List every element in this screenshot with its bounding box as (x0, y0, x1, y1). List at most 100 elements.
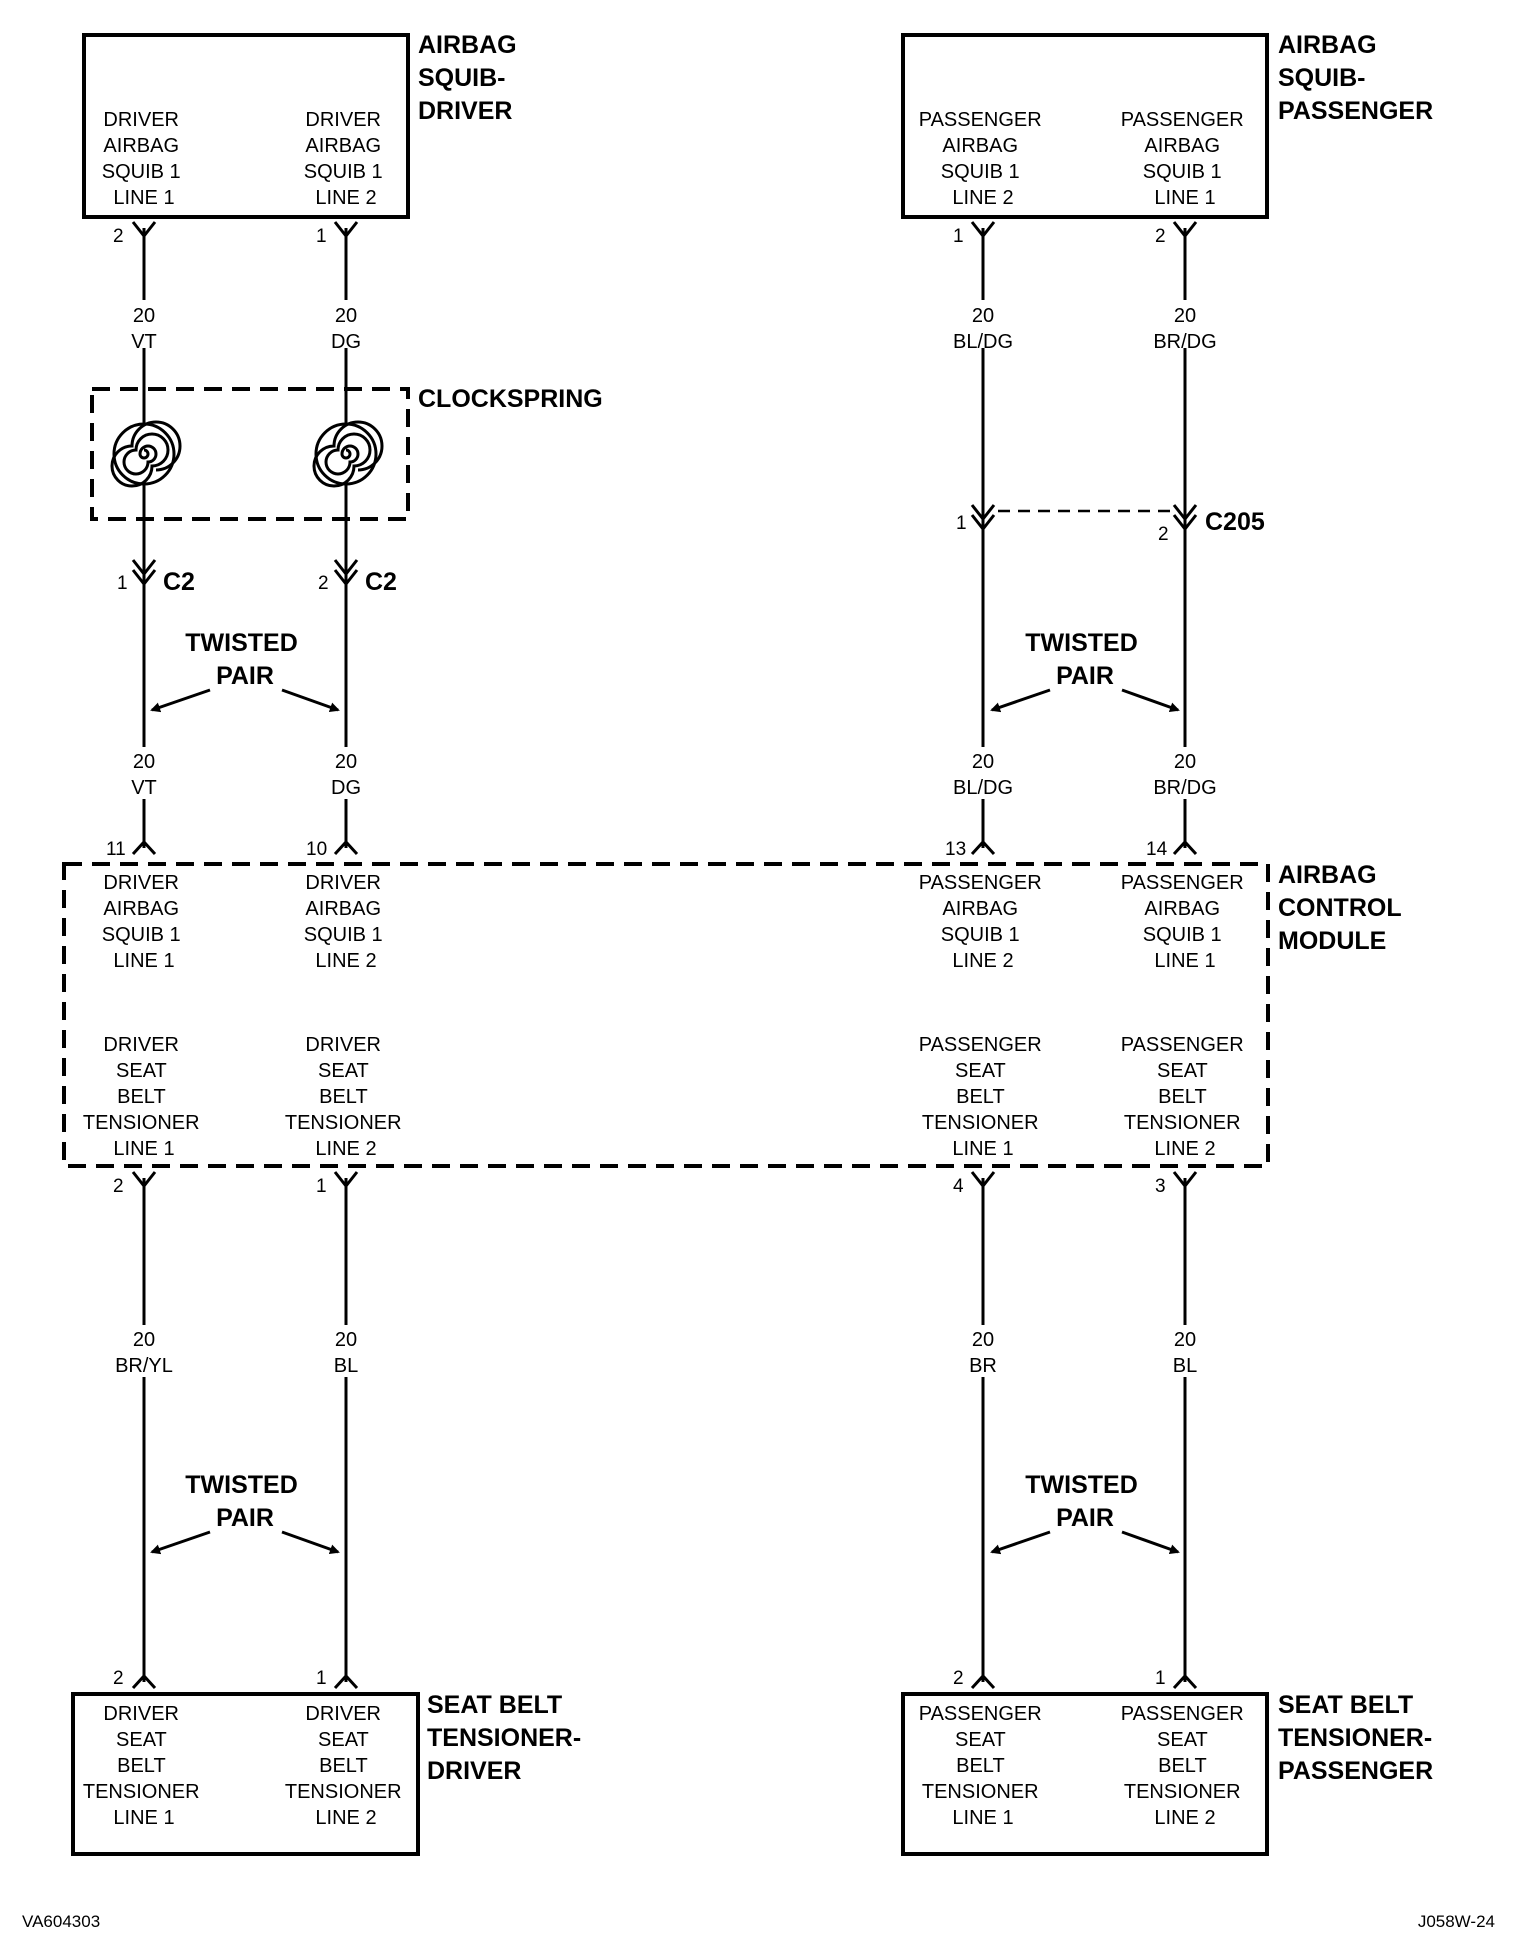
terminal-icon (333, 839, 359, 856)
airbag-squib-passenger: PASSENGER AIRBAG SQUIB 1 LINE 2 PASSENGE… (901, 31, 1433, 219)
acm-box (62, 862, 1270, 1168)
pin-number: 1 (316, 1668, 327, 1689)
connector-label-c205: C205 (1205, 508, 1265, 536)
seat-belt-tensioner-passenger: PASSENGER SEAT BELT TENSIONER LINE 1 PAS… (901, 1691, 1439, 1856)
spiral-icon (312, 420, 384, 488)
terminal-icon (131, 221, 157, 239)
terminal-icon (1172, 221, 1198, 239)
arrow-icon (150, 688, 211, 713)
squib-driver-box (82, 33, 410, 219)
twisted-pair-driver-tensioner: TWISTED PAIR (150, 1471, 340, 1555)
terminal-icon (1172, 839, 1198, 856)
terminal-icon (131, 1171, 157, 1189)
terminal-icon (970, 221, 996, 239)
pin-number: 1 (316, 1176, 327, 1197)
pin-number: 2 (113, 226, 124, 247)
acm-tensioner-label: PASSENGER SEAT BELT TENSIONER LINE 2 (1121, 1034, 1250, 1160)
connector-icon (970, 504, 996, 532)
twisted-pair-label: TWISTED PAIR (1025, 629, 1144, 690)
tensioner-driver-pin-left-label: DRIVER SEAT BELT TENSIONER LINE 1 (83, 1703, 205, 1829)
pin-number: 1 (117, 573, 128, 594)
clockspring-box (90, 387, 410, 521)
figure-code-right: J058W-24 (1418, 1912, 1495, 1931)
terminal-icon (333, 1673, 359, 1690)
squib-passenger-pin-left-label: PASSENGER AIRBAG SQUIB 1 LINE 2 (919, 109, 1048, 209)
squib-passenger-pin-right-label: PASSENGER AIRBAG SQUIB 1 LINE 1 (1121, 109, 1250, 209)
pin-number: 1 (316, 226, 327, 247)
pin-number: 2 (1158, 524, 1169, 545)
terminal-icon (970, 1673, 996, 1690)
connector-icon (333, 559, 359, 587)
terminal-icon (131, 1673, 157, 1690)
tensioner-driver-title: SEAT BELT TENSIONER- DRIVER (427, 1691, 588, 1785)
arrow-icon (1121, 688, 1180, 713)
twisted-pair-passenger-tensioner: TWISTED PAIR (990, 1471, 1180, 1555)
figure-code-left: VA604303 (22, 1912, 100, 1931)
pin-number: 1 (956, 513, 967, 534)
squib-passenger-box (901, 33, 1269, 219)
airbag-squib-driver: DRIVER AIRBAG SQUIB 1 LINE 1 DRIVER AIRB… (82, 31, 524, 219)
pin-number: 2 (318, 573, 329, 594)
spiral-icon (110, 420, 182, 488)
tensioner-driver-pin-right-label: DRIVER SEAT BELT TENSIONER LINE 2 (285, 1703, 407, 1829)
terminal-icon (970, 839, 996, 856)
pin-numbers: 2 1 1 2 11 10 13 14 2 1 4 3 2 1 2 1 (106, 226, 1168, 1689)
tensioner-passenger-pin-right-label: PASSENGER SEAT BELT TENSIONER LINE 2 (1121, 1703, 1250, 1829)
twisted-pair-label: TWISTED PAIR (185, 629, 304, 690)
pin-number: 1 (1155, 1668, 1166, 1689)
pin-number: 2 (113, 1176, 124, 1197)
pin-number: 11 (106, 839, 126, 860)
terminal-icon (970, 1171, 996, 1189)
terminal-icon (333, 221, 359, 239)
connector-icon (131, 559, 157, 587)
connector-c2: 1 2 C2 C2 (117, 559, 397, 596)
acm-tensioner-label: PASSENGER SEAT BELT TENSIONER LINE 1 (919, 1034, 1048, 1160)
terminal-icon (1172, 1673, 1198, 1690)
pin-number: 2 (953, 1668, 964, 1689)
arrow-icon (281, 1530, 340, 1555)
terminal-icon (333, 1171, 359, 1189)
clockspring-title: CLOCKSPRING (418, 385, 603, 413)
arrow-icon (150, 1530, 211, 1555)
connector-label-c2: C2 (163, 568, 195, 596)
connector-label-c2: C2 (365, 568, 397, 596)
terminal-icon (131, 839, 157, 856)
arrow-icon (990, 688, 1051, 713)
connector-c205: 1 2 C205 (956, 504, 1265, 545)
acm-squib-label: PASSENGER AIRBAG SQUIB 1 LINE 1 (1121, 872, 1250, 972)
tensioner-passenger-box (901, 1692, 1269, 1856)
twisted-pair-label: TWISTED PAIR (1025, 1471, 1144, 1532)
pin-number: 10 (306, 839, 327, 860)
twisted-pair-label: TWISTED PAIR (185, 1471, 304, 1532)
squib-driver-pin-right-label: DRIVER AIRBAG SQUIB 1 LINE 2 (304, 109, 388, 209)
tensioner-passenger-title: SEAT BELT TENSIONER- PASSENGER (1278, 1691, 1439, 1785)
pin-number: 1 (953, 226, 964, 247)
squib-passenger-title: AIRBAG SQUIB- PASSENGER (1278, 31, 1433, 125)
acm-squib-label: PASSENGER AIRBAG SQUIB 1 LINE 2 (919, 872, 1048, 972)
connector-icon (1172, 504, 1198, 532)
tensioner-driver-box (71, 1692, 420, 1856)
acm-squib-label: DRIVER AIRBAG SQUIB 1 LINE 2 (304, 872, 388, 972)
airbag-control-module: DRIVER AIRBAG SQUIB 1 LINE 1 DRIVER AIRB… (62, 861, 1401, 1168)
twisted-pair-passenger-squib: TWISTED PAIR (990, 629, 1180, 713)
acm-squib-label: DRIVER AIRBAG SQUIB 1 LINE 1 (102, 872, 186, 972)
squib-driver-pin-left-label: DRIVER AIRBAG SQUIB 1 LINE 1 (102, 109, 186, 209)
squib-driver-title: AIRBAG SQUIB- DRIVER (418, 31, 524, 125)
terminal-symbols (131, 221, 1198, 1690)
tensioner-passenger-pin-left-label: PASSENGER SEAT BELT TENSIONER LINE 1 (919, 1703, 1048, 1829)
pin-number: 4 (953, 1176, 964, 1197)
acm-tensioner-label: DRIVER SEAT BELT TENSIONER LINE 2 (285, 1034, 407, 1160)
